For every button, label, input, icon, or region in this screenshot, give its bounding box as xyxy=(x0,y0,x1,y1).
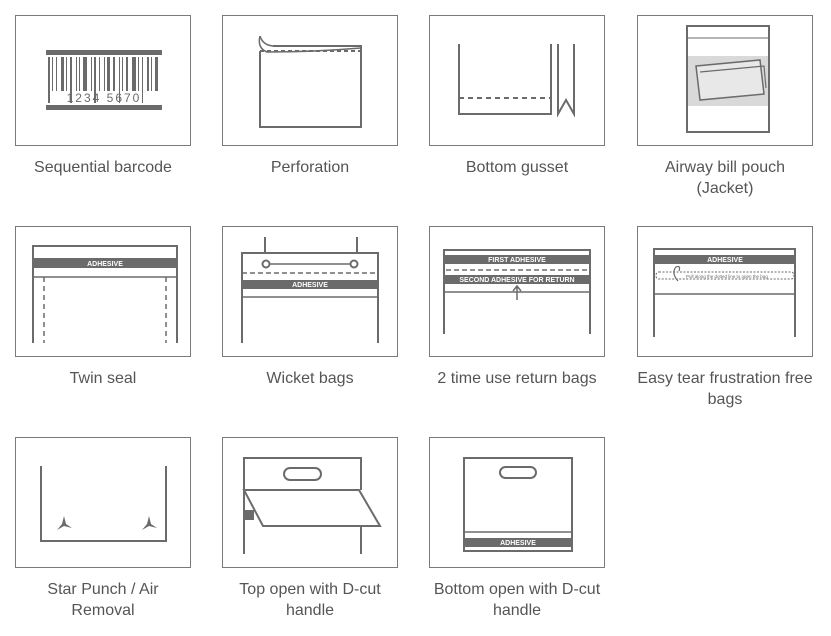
svg-text:ADHESIVE: ADHESIVE xyxy=(87,261,123,268)
barcode-bar xyxy=(94,57,96,103)
perforation-icon xyxy=(258,35,362,128)
barcode-bar xyxy=(104,57,105,91)
barcode-bar xyxy=(119,57,120,103)
feature-label: Twin seal xyxy=(69,370,137,387)
feature-card-sequential-barcode: 1234 5670 Sequential barcode xyxy=(15,15,191,178)
barcode-bar xyxy=(132,57,136,91)
feature-card-airway-bill: Airway bill pouch (Jacket) xyxy=(637,15,813,199)
barcode-bar xyxy=(76,57,77,91)
barcode-bar xyxy=(113,57,115,91)
barcode-bar xyxy=(83,57,87,91)
feature-card-return-bags: FIRST ADHESIVE SECOND ADHESIVE FOR RETUR… xyxy=(429,226,605,389)
barcode-bar xyxy=(151,57,152,91)
barcode-bar xyxy=(66,57,67,91)
barcode-bar xyxy=(155,57,158,91)
barcode-bar xyxy=(99,57,100,91)
airway-pouch-icon xyxy=(686,25,770,133)
svg-text:SECOND ADHESIVE FOR RETURN: SECOND ADHESIVE FOR RETURN xyxy=(459,277,574,284)
feature-label: 2 time use return bags xyxy=(437,370,597,387)
barcode-icon: 1234 5670 xyxy=(46,50,162,110)
twin-seal-icon: ADHESIVE xyxy=(32,245,178,343)
return-bag-icon: FIRST ADHESIVE SECOND ADHESIVE FOR RETUR… xyxy=(443,249,591,334)
feature-card-perforation: Perforation xyxy=(222,15,398,178)
feature-label: Easy tear frustration free bags xyxy=(637,370,813,408)
feature-card-top-open-dcut: Top open with D-cut handle xyxy=(222,437,398,621)
feature-label: Wicket bags xyxy=(266,370,354,387)
barcode-bar xyxy=(126,57,128,91)
barcode-bar xyxy=(91,57,92,91)
svg-text:1234 5670: 1234 5670 xyxy=(67,91,142,105)
barcode-bar xyxy=(107,57,110,91)
svg-text:ADHESIVE: ADHESIVE xyxy=(292,282,328,289)
barcode-bar xyxy=(56,57,57,91)
easy-tear-icon: ADHESIVE Pull along the dotted line to o… xyxy=(653,248,796,337)
feature-card-star-punch: Star Punch / Air Removal xyxy=(15,437,191,621)
barcode-bar xyxy=(70,57,72,103)
bottom-open-dcut-icon: ADHESIVE xyxy=(463,457,573,552)
bottom-gusset-icon xyxy=(458,44,575,118)
feature-card-twin-seal: ADHESIVE Twin seal xyxy=(15,226,191,389)
feature-label: Bottom gusset xyxy=(465,159,569,176)
feature-card-wicket-bags: ADHESIVE Wicket bags xyxy=(222,226,398,389)
barcode-bar xyxy=(147,57,149,91)
feature-label: Bottom open with D-cut handle xyxy=(433,581,601,619)
feature-card-bottom-gusset: Bottom gusset xyxy=(429,15,605,178)
feature-label: Sequential barcode xyxy=(34,159,172,176)
barcode-bar xyxy=(142,57,143,103)
star-punch-icon xyxy=(40,466,167,542)
svg-text:FIRST ADHESIVE: FIRST ADHESIVE xyxy=(488,257,546,264)
feature-label: Airway bill pouch (Jacket) xyxy=(664,159,786,197)
feature-card-bottom-open-dcut: ADHESIVE Bottom open with D-cut handle xyxy=(429,437,605,621)
barcode-bar xyxy=(61,57,64,91)
barcode-bar xyxy=(79,57,80,91)
feature-label: Star Punch / Air Removal xyxy=(47,581,159,619)
barcode-illustration: 1234 5670 xyxy=(15,15,191,146)
wicket-bag-icon: ADHESIVE xyxy=(241,237,379,343)
svg-text:Pull along the dotted line to: Pull along the dotted line to open the b… xyxy=(686,274,768,279)
barcode-bar xyxy=(138,57,139,91)
feature-card-easy-tear: ADHESIVE Pull along the dotted line to o… xyxy=(637,226,813,410)
top-open-dcut-icon xyxy=(242,457,382,554)
svg-text:ADHESIVE: ADHESIVE xyxy=(707,257,743,264)
feature-label: Perforation xyxy=(270,159,350,176)
barcode-bar xyxy=(122,57,123,91)
feature-label: Top open with D-cut handle xyxy=(239,581,381,619)
barcode-bar xyxy=(48,57,50,103)
svg-text:ADHESIVE: ADHESIVE xyxy=(500,540,536,547)
barcode-bar xyxy=(52,57,53,91)
